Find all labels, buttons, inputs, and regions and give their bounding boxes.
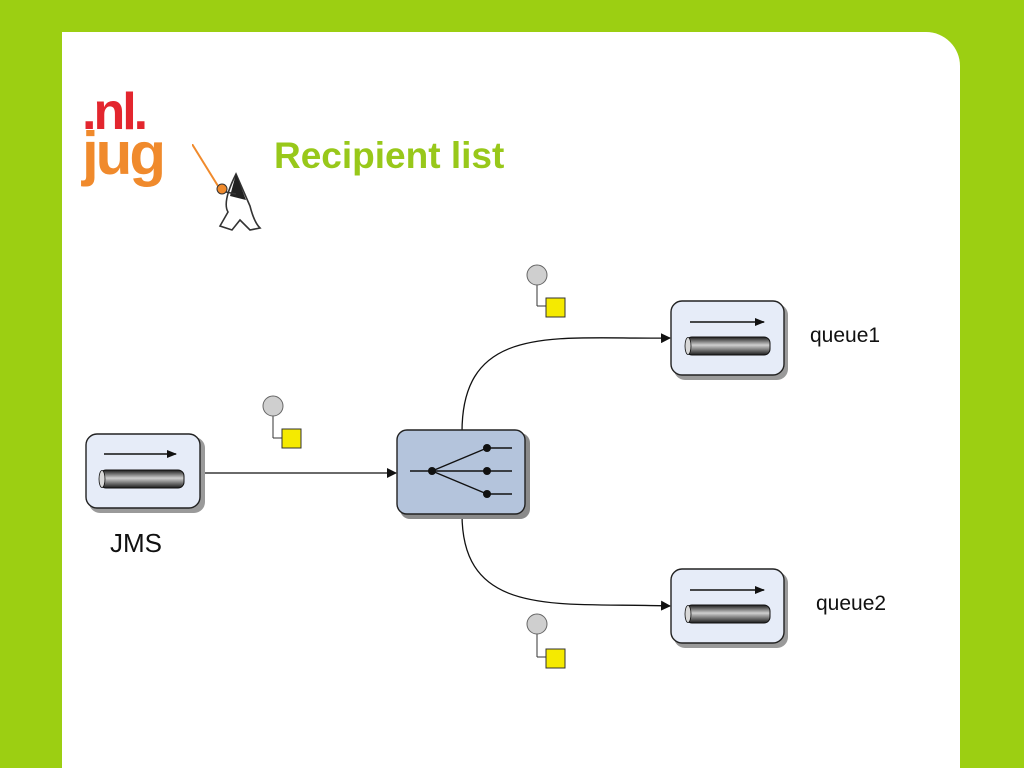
message-icon <box>262 395 302 449</box>
connector-router-to-queue1 <box>461 333 671 433</box>
nljug-logo: .nl. jug <box>82 86 262 236</box>
connector-router-to-queue2 <box>461 513 671 611</box>
queue1-endpoint <box>670 300 788 380</box>
jms-label: JMS <box>110 528 162 558</box>
message-icon <box>526 613 566 669</box>
message-icon <box>526 264 566 318</box>
logo-text-nl: .nl. <box>82 83 148 141</box>
jms-endpoint <box>85 433 205 513</box>
queue2-endpoint <box>670 568 788 648</box>
slide-title: Recipient list <box>274 135 505 176</box>
slide-panel <box>62 32 960 768</box>
queue2-label: queue2 <box>816 592 887 615</box>
recipient-list-router <box>396 429 530 519</box>
logo-text-jug: jug <box>82 120 166 187</box>
duke-mascot-icon <box>192 144 262 231</box>
queue1-label: queue1 <box>810 324 881 347</box>
